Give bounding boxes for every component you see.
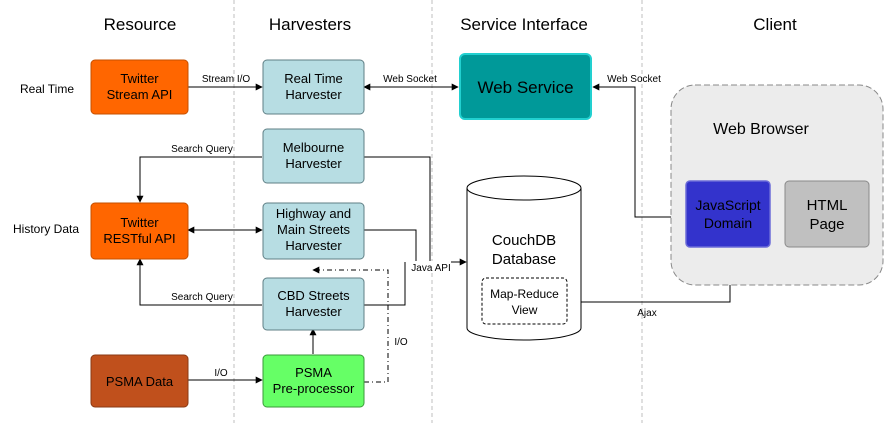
label-io-psma: I/O <box>214 368 228 379</box>
psma-preprocessor-line2: Pre-processor <box>273 381 355 396</box>
edge-search-query-bottom <box>136 258 262 306</box>
edge-io-dashed <box>312 266 389 383</box>
html-page-line1: HTML <box>807 197 848 214</box>
row-label-real-time: Real Time <box>20 82 74 96</box>
couchdb-line2: Database <box>492 251 556 268</box>
edge-java-cbd <box>364 262 406 306</box>
javascript-domain-line2: Domain <box>704 215 752 231</box>
twitter-rest-line1: Twitter <box>120 215 159 230</box>
javascript-domain-box: JavaScript Domain <box>685 180 771 248</box>
psma-preprocessor-line1: PSMA <box>295 365 332 380</box>
highway-harvester-line2: Main Streets <box>277 222 350 237</box>
web-service-box: Web Service <box>459 53 592 120</box>
highway-harvester-box: Highway and Main Streets Harvester <box>262 202 365 260</box>
edge-ws-right <box>592 83 686 221</box>
web-browser-label: Web Browser <box>713 121 809 138</box>
psma-data-line1: PSMA Data <box>106 374 174 389</box>
label-web-socket-left: Web Socket <box>383 74 437 85</box>
map-reduce-view-box: Map-Reduce View <box>481 277 568 325</box>
highway-harvester-line1: Highway and <box>276 206 351 221</box>
label-stream-io: Stream I/O <box>202 74 251 85</box>
twitter-restful-api-box: Twitter RESTful API <box>90 202 189 260</box>
melbourne-harvester-line2: Harvester <box>285 156 342 171</box>
realtime-harvester-line1: Real Time <box>284 71 343 86</box>
realtime-harvester-box: Real Time Harvester <box>262 59 365 115</box>
melbourne-harvester-box: Melbourne Harvester <box>262 128 365 184</box>
edge-java-highway <box>364 229 417 262</box>
edge-labels: Stream I/O Web Socket Web Socket Search … <box>171 74 661 379</box>
edge-java-melbourne <box>364 156 467 266</box>
twitter-stream-api-box: Twitter Stream API <box>90 59 189 115</box>
cbd-harvester-box: CBD Streets Harvester <box>262 277 365 331</box>
header-client: Client <box>753 15 797 34</box>
couchdb-line1: CouchDB <box>492 232 556 249</box>
twitter-rest-line2: RESTful API <box>103 231 175 246</box>
label-java-api: Java API <box>411 263 450 274</box>
html-page-box: HTML Page <box>784 180 870 248</box>
psma-preprocessor-box: PSMA Pre-processor <box>262 354 365 408</box>
twitter-stream-line1: Twitter <box>120 71 159 86</box>
twitter-stream-line2: Stream API <box>107 87 173 102</box>
javascript-domain-line1: JavaScript <box>695 197 760 213</box>
row-label-history-data: History Data <box>13 222 79 236</box>
map-reduce-line1: Map-Reduce <box>490 287 559 301</box>
header-resource: Resource <box>104 15 177 34</box>
cbd-harvester-line2: Harvester <box>285 304 342 319</box>
web-service-label: Web Service <box>477 78 573 97</box>
header-service-interface: Service Interface <box>460 15 588 34</box>
label-ajax: Ajax <box>637 308 656 319</box>
cbd-harvester-line1: CBD Streets <box>277 288 350 303</box>
highway-harvester-line3: Harvester <box>285 238 342 253</box>
map-reduce-line2: View <box>512 303 538 317</box>
psma-data-box: PSMA Data <box>90 354 189 408</box>
label-search-query-top: Search Query <box>171 144 233 155</box>
melbourne-harvester-line1: Melbourne <box>283 140 344 155</box>
realtime-harvester-line2: Harvester <box>285 87 342 102</box>
label-web-socket-right: Web Socket <box>607 74 661 85</box>
label-io-dashed: I/O <box>394 337 408 348</box>
edge-search-query-top <box>136 156 262 203</box>
html-page-line2: Page <box>809 216 844 233</box>
label-search-query-bottom: Search Query <box>171 292 233 303</box>
header-harvesters: Harvesters <box>269 15 351 34</box>
